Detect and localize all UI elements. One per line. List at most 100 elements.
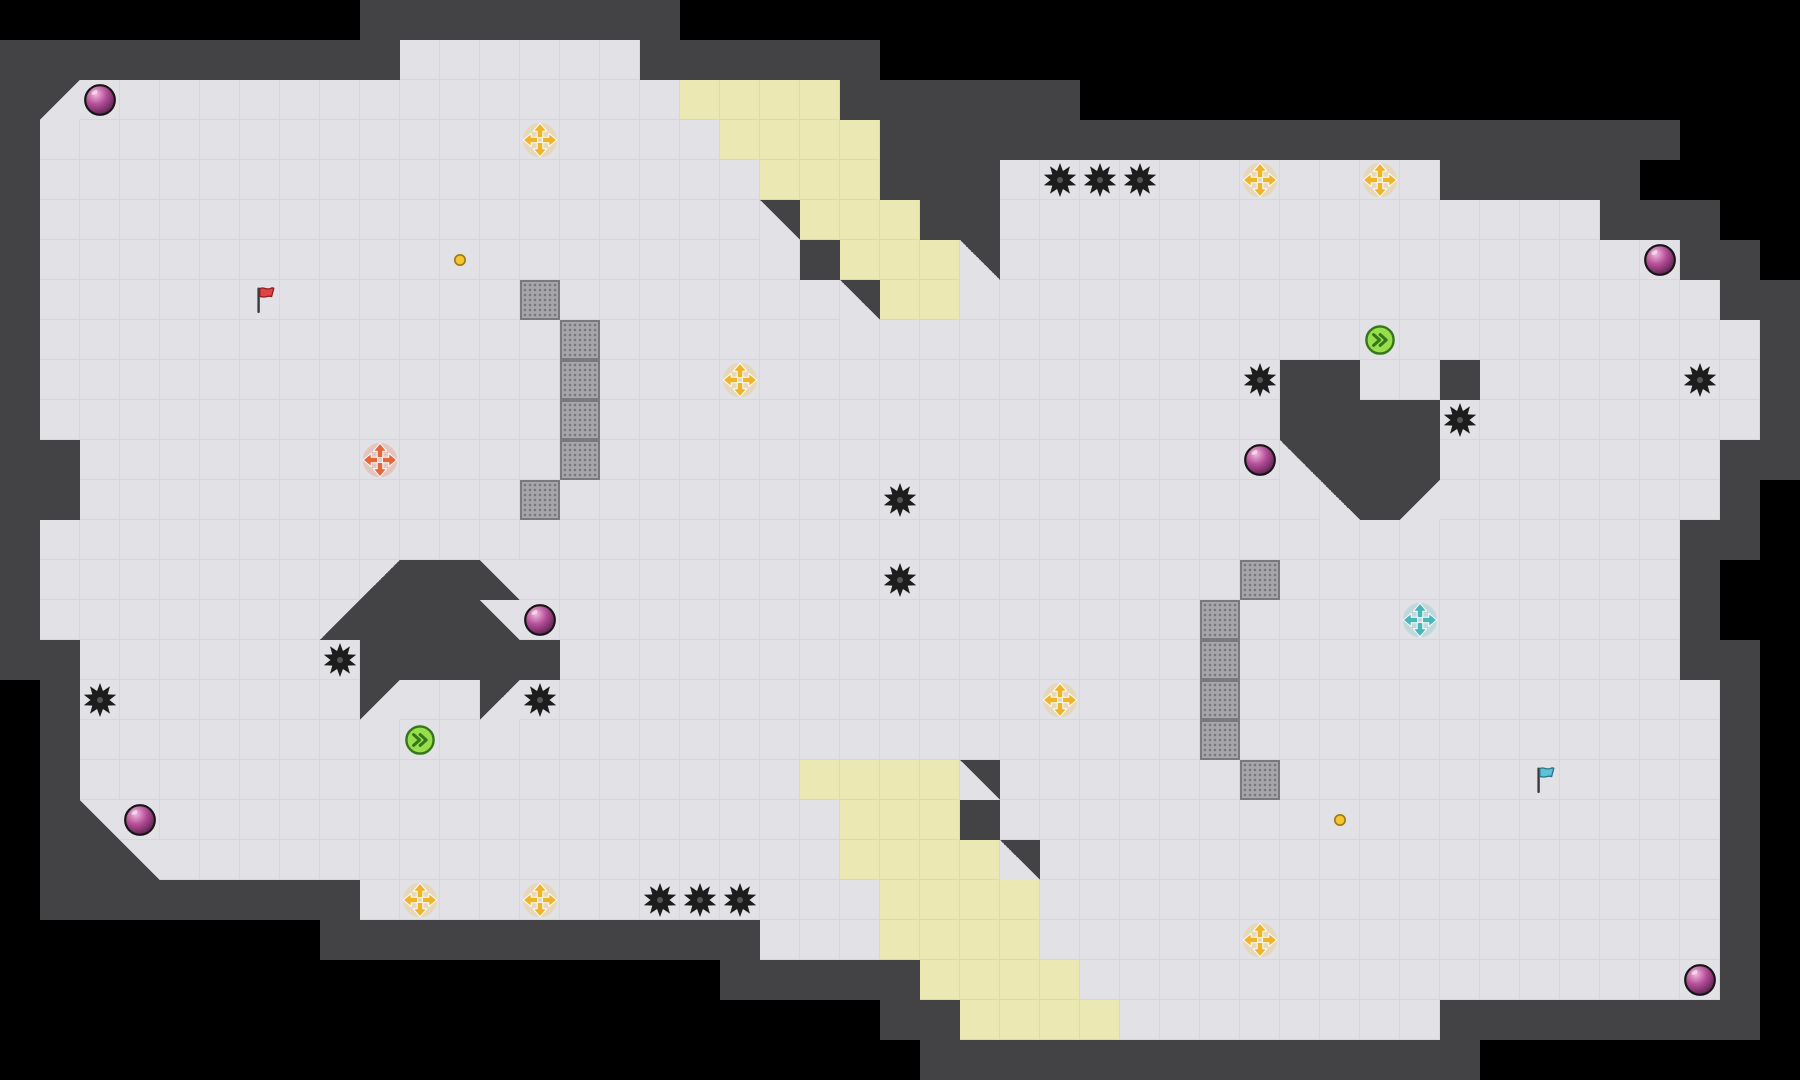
floor-tile (360, 400, 400, 440)
floor-tile (640, 360, 680, 400)
floor-tile (1400, 560, 1440, 600)
floor-tile (1440, 400, 1480, 440)
speed-tile (1040, 1000, 1080, 1040)
wall-tile (920, 1040, 960, 1080)
floor-tile (680, 320, 720, 360)
floor-tile (360, 280, 400, 320)
floor-tile (1000, 720, 1040, 760)
floor-tile (1040, 680, 1080, 720)
wall-tile (1720, 840, 1760, 880)
floor-tile (80, 680, 120, 720)
gate-tile (1200, 600, 1240, 640)
floor-tile (720, 880, 760, 920)
floor-tile (840, 880, 880, 920)
floor-tile (120, 600, 160, 640)
floor-tile (880, 560, 920, 600)
floor-tile (840, 480, 880, 520)
floor-tile (80, 560, 120, 600)
floor-tile (1240, 240, 1280, 280)
floor-tile (1720, 320, 1760, 360)
floor-tile (440, 880, 480, 920)
speed-tile (800, 200, 840, 240)
floor-tile (1560, 760, 1600, 800)
wall-tile (520, 640, 560, 680)
wall-tile (440, 0, 480, 40)
floor-tile (720, 160, 760, 200)
floor-tile (240, 240, 280, 280)
floor-tile (920, 560, 960, 600)
wall-tile (1080, 1040, 1120, 1080)
speed-tile (960, 920, 1000, 960)
floor-tile (1040, 200, 1080, 240)
floor-tile (1000, 440, 1040, 480)
floor-tile (320, 680, 360, 720)
floor-tile (440, 440, 480, 480)
floor-tile (560, 560, 600, 600)
speed-tile (1080, 1000, 1120, 1040)
floor-tile (1240, 280, 1280, 320)
wall-tile (200, 880, 240, 920)
floor-tile (800, 800, 840, 840)
floor-tile (760, 680, 800, 720)
floor-tile (1440, 960, 1480, 1000)
floor-tile (960, 640, 1000, 680)
floor-tile (480, 280, 520, 320)
floor-tile (240, 840, 280, 880)
floor-tile (1480, 720, 1520, 760)
floor-tile (880, 320, 920, 360)
floor-tile (1240, 640, 1280, 680)
floor-tile (1400, 200, 1440, 240)
floor-tile (520, 440, 560, 480)
floor-tile (1600, 560, 1640, 600)
floor-tile (1480, 600, 1520, 640)
floor-tile (200, 800, 240, 840)
floor-tile (1040, 720, 1080, 760)
floor-tile (560, 160, 600, 200)
floor-tile (440, 120, 480, 160)
floor-tile (240, 200, 280, 240)
floor-tile (1280, 720, 1320, 760)
floor-tile (1200, 800, 1240, 840)
floor-tile (720, 320, 760, 360)
floor-tile (1560, 680, 1600, 720)
speed-tile (960, 1000, 1000, 1040)
wall-tile (1400, 120, 1440, 160)
floor-tile (600, 40, 640, 80)
floor-tile (240, 600, 280, 640)
floor-tile (80, 240, 120, 280)
floor-tile (1360, 960, 1400, 1000)
wall-tile (1440, 120, 1480, 160)
floor-tile (320, 520, 360, 560)
floor-tile (1080, 200, 1120, 240)
floor-tile (560, 40, 600, 80)
floor-tile (1240, 480, 1280, 520)
wall-tile (1000, 1040, 1040, 1080)
floor-tile (400, 880, 440, 920)
wall-tile (1400, 1040, 1440, 1080)
floor-tile (520, 800, 560, 840)
floor-tile (760, 400, 800, 440)
floor-tile (1000, 160, 1040, 200)
floor-tile (80, 440, 120, 480)
floor-tile (1600, 960, 1640, 1000)
floor-tile (360, 320, 400, 360)
floor-tile (360, 360, 400, 400)
wall-tile (640, 40, 680, 80)
floor-tile (1160, 440, 1200, 480)
floor-tile (1680, 320, 1720, 360)
floor-tile (1680, 480, 1720, 520)
floor-tile (720, 480, 760, 520)
wall-tile (40, 680, 80, 720)
floor-tile (680, 680, 720, 720)
wall-tile (520, 920, 560, 960)
floor-tile (1080, 920, 1120, 960)
floor-tile (480, 400, 520, 440)
wall-tile (1440, 1000, 1480, 1040)
floor-tile (1120, 600, 1160, 640)
floor-tile (80, 600, 120, 640)
floor-tile (280, 800, 320, 840)
floor-tile (400, 320, 440, 360)
floor-tile (1200, 360, 1240, 400)
floor-tile (240, 520, 280, 560)
